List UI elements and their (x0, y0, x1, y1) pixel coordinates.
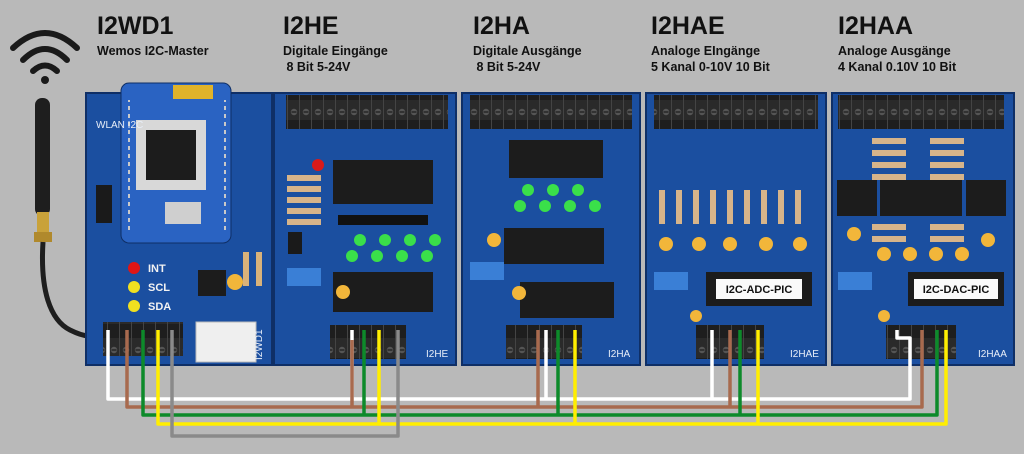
module-title-i2haa: I2HAA (838, 12, 914, 40)
module-title-i2hae: I2HAE (651, 12, 725, 40)
led-label-sda: SDA (148, 301, 171, 313)
wire-brown (125, 330, 924, 409)
module-title-i2wd1: I2WD1 (97, 12, 174, 40)
module-desc-i2ha-1: Digitale Ausgänge (473, 44, 582, 58)
led-label-scl: SCL (148, 282, 170, 294)
board-label-i2ha: I2HA (608, 349, 631, 360)
board-i2wd1: WLAN I2C INT SCL SDA I2WD1 (85, 82, 273, 366)
module-desc-i2he-2: 8 Bit 5-24V (283, 60, 351, 74)
wire-yellow (156, 330, 948, 426)
module-desc-i2haa-2: 4 Kanal 0.10V 10 Bit (838, 60, 957, 74)
board-i2haa: I2C-DAC-PIC I2HAA (831, 92, 1015, 366)
board-label-i2wd1: I2WD1 (254, 329, 265, 360)
wire-gray (170, 330, 400, 438)
board-i2he: I2HE (273, 92, 457, 366)
board-label-i2he: I2HE (426, 349, 449, 360)
chip-label-dac: I2C-DAC-PIC (923, 284, 990, 296)
module-desc-i2haa-1: Analoge Ausgänge (838, 44, 951, 58)
module-desc-i2hae-1: Analoge EIngänge (651, 44, 761, 58)
wire-green (141, 330, 939, 417)
module-desc-i2he-1: Digitale Eingänge (283, 44, 388, 58)
wire-white (106, 330, 912, 401)
board-label-i2haa: I2HAA (978, 349, 1007, 360)
module-title-i2ha: I2HA (473, 12, 530, 40)
module-title-i2he: I2HE (283, 12, 339, 40)
board-label-i2hae: I2HAE (790, 349, 819, 360)
led-label-int: INT (148, 263, 166, 275)
module-desc-i2wd1: Wemos I2C-Master (97, 44, 209, 58)
bus-wires (106, 330, 948, 438)
wlan-label: WLAN I2C (96, 120, 143, 131)
wifi-icon (10, 30, 80, 84)
module-desc-i2ha-2: 8 Bit 5-24V (473, 60, 541, 74)
board-i2hae: I2C-ADC-PIC I2HAE (645, 92, 827, 366)
chip-label-adc: I2C-ADC-PIC (726, 284, 793, 296)
module-desc-i2hae-2: 5 Kanal 0-10V 10 Bit (651, 60, 770, 74)
board-i2ha: I2HA (461, 92, 641, 366)
